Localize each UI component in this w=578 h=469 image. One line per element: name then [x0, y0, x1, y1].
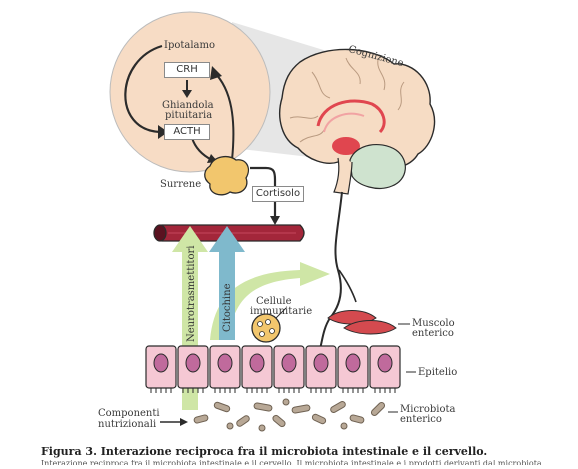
feedback-arrow-left — [124, 44, 163, 134]
bacterium — [193, 414, 209, 424]
epithelial-nucleus — [345, 353, 361, 373]
brain-folds — [289, 57, 405, 143]
bacterium — [236, 415, 250, 427]
label-muscolo: Muscolo — [412, 318, 455, 329]
label-muscolo-enterico: enterico — [412, 328, 454, 339]
epithelial-nucleus — [217, 353, 233, 373]
figure-caption-title: Figura 3. Interazione reciproca fra il m… — [41, 445, 488, 458]
muscle-cell-2 — [343, 320, 397, 335]
feedback-arrow-right — [213, 71, 235, 161]
bacterium-coccus — [340, 422, 348, 430]
label-componenti: Componenti — [98, 408, 160, 419]
bacterium-coccus — [282, 398, 290, 406]
nerve-branch-muscle — [338, 269, 357, 303]
green-side-arrow — [210, 262, 330, 340]
box-crh: CRH — [164, 62, 210, 78]
figure-caption-subtitle: Interazione reciproca fra il microbiota … — [41, 460, 541, 465]
bacterium — [370, 401, 386, 417]
epithelial-nucleus — [153, 353, 169, 373]
box-acth: ACTH — [164, 124, 210, 140]
cerebellum — [349, 143, 406, 189]
blood-vessel-opening — [153, 224, 167, 242]
immune-cell-pointer — [275, 307, 287, 319]
immune-granule-1 — [257, 321, 263, 327]
label-neurotrasmettitori: Neurotrasmettitori — [186, 245, 197, 342]
label-microbiota-enterico: enterico — [400, 414, 442, 425]
bacterium — [213, 401, 231, 413]
nutrient-arrow-head — [180, 418, 188, 426]
limbic-nucleus — [332, 137, 360, 155]
label-epitelio: Epitelio — [418, 367, 458, 378]
bacterium — [330, 401, 346, 413]
brainstem — [333, 157, 353, 195]
epithelial-nucleus — [281, 353, 297, 373]
label-ipotalamo: Ipotalamo — [164, 40, 216, 51]
label-cellule: Cellule — [256, 296, 292, 307]
epithelial-nucleus — [377, 353, 393, 373]
immune-granule-4 — [259, 331, 265, 337]
epithelial-nucleus — [249, 353, 265, 373]
immune-cell — [251, 313, 281, 343]
bacterium-coccus — [258, 424, 266, 432]
immune-granule-3 — [269, 328, 275, 334]
vagus-nerve — [317, 191, 343, 357]
feedback-arrow-left-head — [158, 125, 168, 139]
immune-granule-2 — [265, 319, 271, 325]
cortisol-arrow — [250, 166, 277, 218]
label-pituitaria: pituitaria — [165, 110, 213, 121]
cytokine-arrow — [209, 226, 245, 340]
adrenal-gland — [204, 155, 250, 196]
cortisol-arrow-head — [270, 216, 280, 225]
bacterium-coccus — [226, 422, 234, 430]
label-surrene: Surrene — [160, 179, 202, 190]
limbic-arc-inner — [323, 112, 365, 133]
epithelial-nucleus — [185, 353, 201, 373]
label-ghiandola: Ghiandola — [162, 100, 214, 111]
bacterium — [349, 414, 365, 424]
bacterium — [291, 404, 311, 414]
epithelium — [145, 345, 401, 393]
label-immunitarie: immunitarie — [250, 306, 313, 317]
label-microbiota: Microbiota — [400, 404, 456, 415]
bacterium — [253, 402, 273, 412]
bacterium — [311, 413, 327, 425]
box-cortisolo: Cortisolo — [252, 186, 304, 202]
bacterium — [272, 414, 286, 428]
neurotransmitter-arrow — [172, 226, 208, 410]
label-citochine: Citochine — [222, 283, 233, 333]
feedback-arrow-right-head — [210, 66, 222, 80]
label-nutrizionali: nutrizionali — [98, 419, 157, 430]
limbic-arc — [316, 99, 386, 134]
crh-acth-arrow-head — [182, 90, 192, 98]
epithelial-nucleus — [313, 353, 329, 373]
microbiota-bacteria — [193, 398, 386, 432]
